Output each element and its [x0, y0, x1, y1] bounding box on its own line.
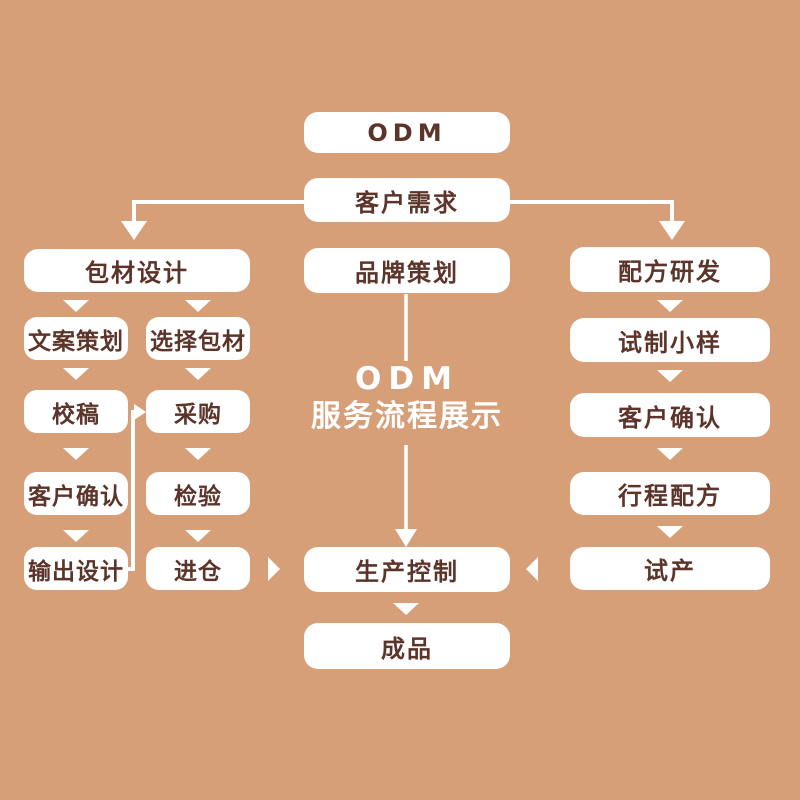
node-proofreading: 校稿 — [24, 390, 128, 433]
node-select-packaging: 选择包材 — [146, 317, 250, 360]
arrow-copywriting-to-proofreading — [63, 368, 89, 380]
node-trial-sample: 试制小样 — [570, 318, 770, 362]
edge-customer-needs-to-packaging-design — [132, 200, 305, 221]
node-brand-planning: 品牌策划 — [304, 248, 510, 293]
arrow-procurement-to-inspection — [185, 448, 211, 460]
arrow-trial-sample-to-customer-confirm — [657, 370, 683, 382]
node-copywriting: 文案策划 — [24, 317, 128, 360]
node-customer-confirm-right: 客户确认 — [570, 393, 770, 437]
arrow-packaging-design-to-select-packaging — [185, 300, 211, 312]
arrow-formula-rd-to-trial-sample — [657, 300, 683, 312]
node-warehousing: 进仓 — [146, 547, 250, 590]
arrow-select-packaging-to-procurement — [185, 368, 211, 380]
arrow-customer-confirm-to-process-formula — [657, 448, 683, 460]
arrow-process-formula-to-trial-production — [657, 526, 683, 538]
arrow-proofreading-to-customer-confirm — [63, 448, 89, 460]
node-formula-rd: 配方研发 — [570, 247, 770, 292]
edge-output-design-to-procurement — [127, 410, 135, 571]
diagram-title: ODM 服务流程展示 — [282, 362, 532, 433]
node-inspection: 检验 — [146, 472, 250, 515]
node-customer-confirm-left: 客户确认 — [24, 472, 128, 515]
arrow-customer-confirm-to-output-design — [63, 530, 89, 542]
arrow-packaging-design-to-copywriting — [63, 300, 89, 312]
diagram-title-line2: 服务流程展示 — [311, 399, 503, 435]
node-process-formula: 行程配方 — [570, 472, 770, 515]
node-trial-production: 试产 — [570, 547, 770, 590]
arrow-inspection-to-warehousing — [185, 530, 211, 542]
node-procurement: 采购 — [146, 390, 250, 433]
diagram-title-line1: ODM — [355, 361, 459, 397]
arrowhead-packaging-design — [121, 221, 147, 240]
node-finished-product: 成品 — [304, 623, 510, 669]
arrowhead-formula-rd — [659, 221, 685, 240]
node-customer-needs: 客户需求 — [304, 178, 510, 222]
edge-customer-needs-to-formula-rd — [510, 200, 674, 221]
arrowhead-production-control — [395, 529, 417, 547]
node-output-design: 输出设计 — [24, 547, 128, 590]
arrowhead-procurement — [134, 404, 146, 420]
node-packaging-design: 包材设计 — [24, 249, 250, 292]
arrow-production-control-to-finished-product — [393, 603, 419, 615]
arrow-warehousing-to-production-control — [268, 557, 280, 581]
arrow-trial-production-to-production-control — [526, 557, 538, 581]
node-production-control: 生产控制 — [304, 547, 510, 592]
node-odm: ODM — [304, 112, 510, 153]
